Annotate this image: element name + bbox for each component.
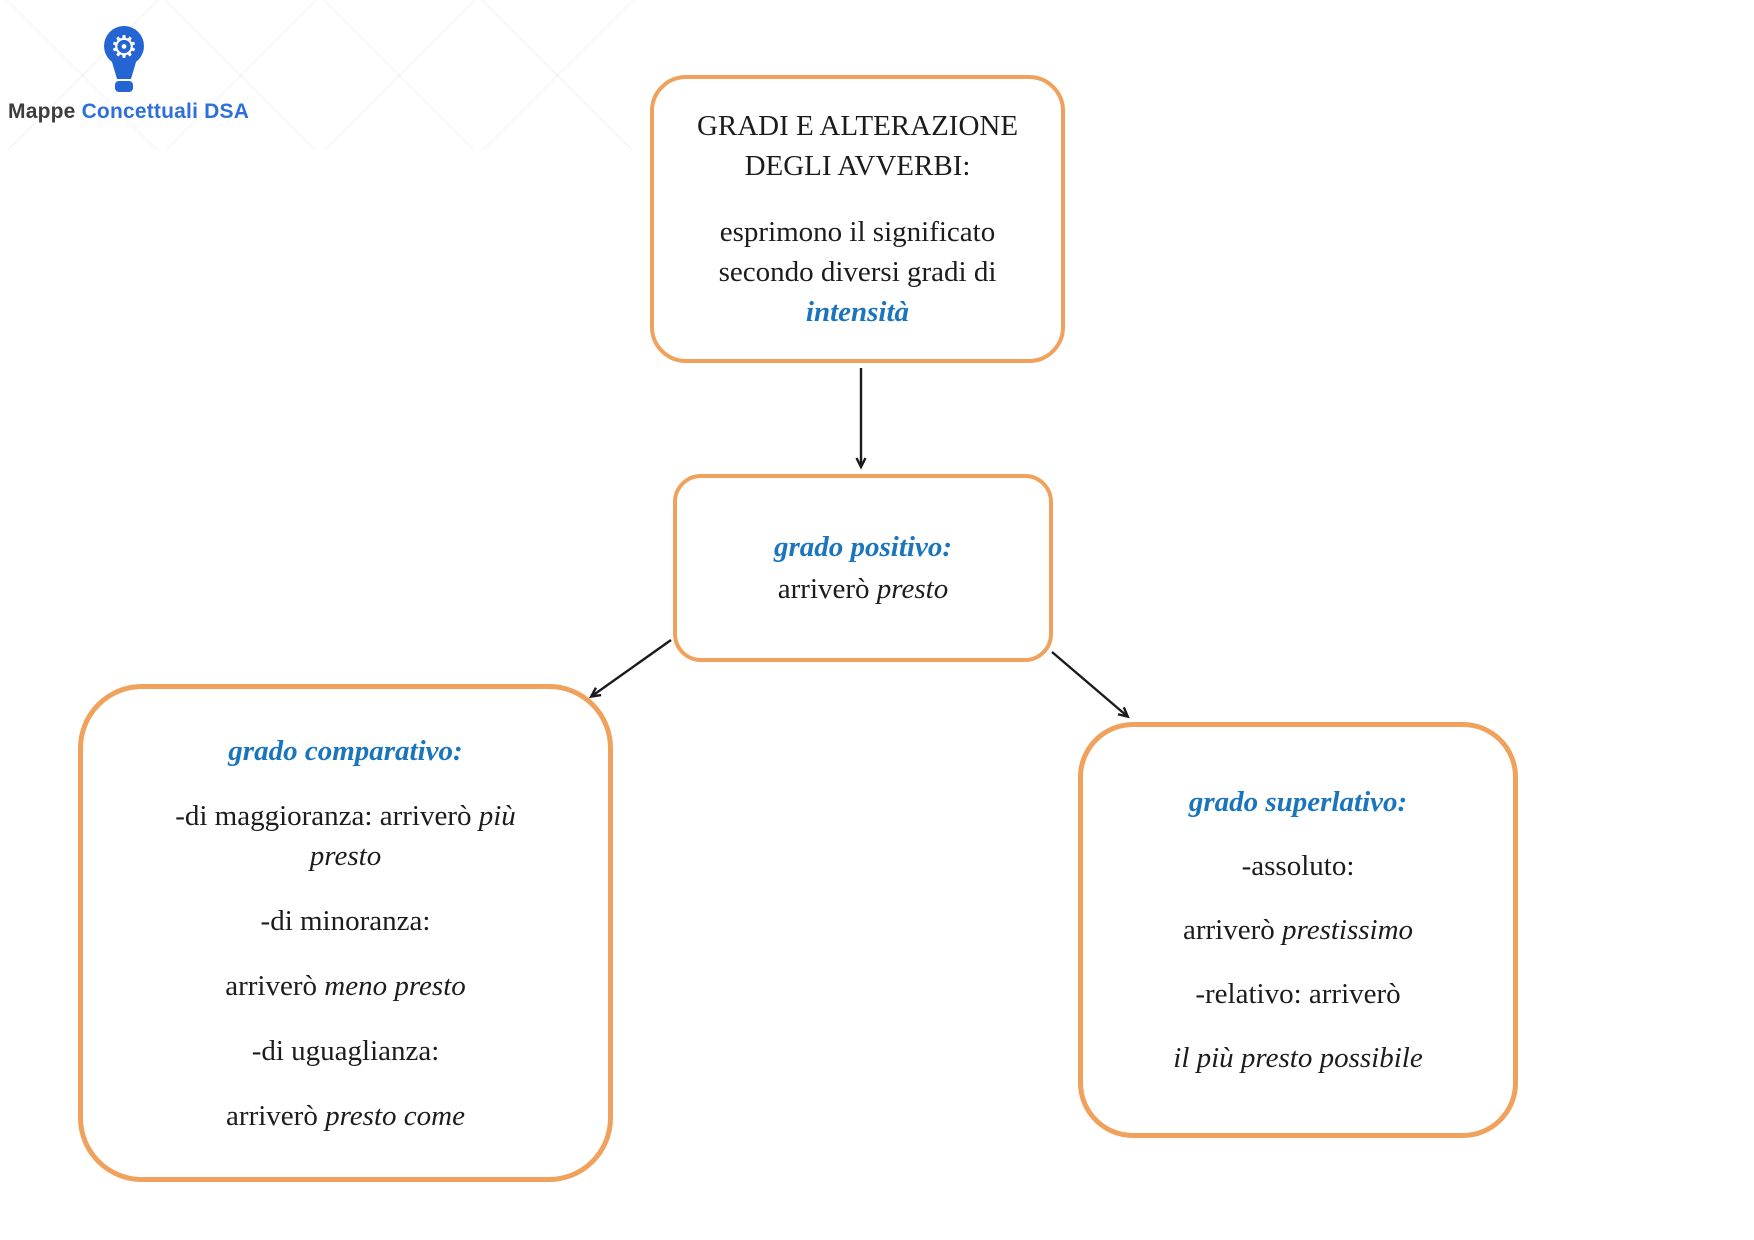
comparativo-uguaglianza-label: -di uguaglianza: <box>251 1034 440 1067</box>
comparativo-maggioranza-italic-1: più <box>478 799 516 832</box>
node-root: GRADI E ALTERAZIONE DEGLI AVVERBI: espri… <box>650 75 1065 363</box>
root-body-line1: esprimono il significato <box>719 216 996 248</box>
root-title-line2: DEGLI AVVERBI: <box>744 150 971 182</box>
comparativo-minoranza-example: arriverò meno presto <box>225 966 466 1006</box>
brand-name-dark: Mappe <box>8 100 76 123</box>
comparativo-uguaglianza-example: arriverò presto come <box>226 1096 465 1136</box>
positivo-example-roman: arriverò <box>777 573 877 605</box>
root-body-line2: secondo diversi gradi di <box>718 256 997 288</box>
comparativo-maggioranza: -di maggioranza: arriverò più presto <box>175 796 516 876</box>
root-title-line1: GRADI E ALTERAZIONE <box>696 110 1019 142</box>
node-grado-positivo: grado positivo: arriverò presto <box>673 474 1053 662</box>
comparativo-minoranza-italic: meno presto <box>324 969 466 1002</box>
comparativo-title: grado comparativo: <box>228 734 463 767</box>
superlativo-assoluto-example: arriverò prestissimo <box>1183 910 1413 950</box>
brand-name: Mappe Concettuali DSA <box>8 100 298 124</box>
superlativo-relativo-example: il più presto possibile <box>1173 1042 1423 1074</box>
superlativo-relativo-label: -relativo: arriverò <box>1195 978 1401 1010</box>
superlativo-assoluto-italic: prestissimo <box>1281 914 1414 946</box>
brand-logo: ⚙ Mappe Concettuali DSA <box>0 0 300 140</box>
comparativo-minoranza-label: -di minoranza: <box>260 904 431 937</box>
lightbulb-gear-icon: ⚙ <box>104 26 144 92</box>
node-grado-comparativo: grado comparativo: -di maggioranza: arri… <box>78 684 613 1182</box>
positivo-example: arriverò presto <box>778 569 948 609</box>
superlativo-assoluto-roman: arriverò <box>1182 914 1282 946</box>
comparativo-maggioranza-roman: -di maggioranza: arriverò <box>175 799 479 832</box>
arrow-positivo-to-comparativo <box>592 639 672 696</box>
superlativo-title: grado superlativo: <box>1188 786 1408 818</box>
node-grado-superlativo: grado superlativo: -assoluto: arriverò p… <box>1078 722 1518 1138</box>
root-title: GRADI E ALTERAZIONE DEGLI AVVERBI: <box>697 106 1018 186</box>
svg-text:⚙: ⚙ <box>110 30 138 66</box>
comparativo-minoranza-roman: arriverò <box>225 969 325 1002</box>
comparativo-uguaglianza-roman: arriverò <box>226 1099 326 1132</box>
comparativo-maggioranza-italic-2: presto <box>309 839 382 872</box>
brand-name-blue: Concettuali DSA <box>81 100 250 123</box>
root-body-highlight: intensità <box>805 296 910 328</box>
root-body: esprimono il significato secondo diversi… <box>719 212 997 332</box>
comparativo-uguaglianza-italic: presto come <box>325 1099 465 1132</box>
arrow-positivo-to-superlativo <box>1051 651 1127 716</box>
positivo-example-italic: presto <box>876 573 949 605</box>
superlativo-assoluto-label: -assoluto: <box>1241 850 1355 882</box>
positivo-title: grado positivo: <box>773 531 953 563</box>
